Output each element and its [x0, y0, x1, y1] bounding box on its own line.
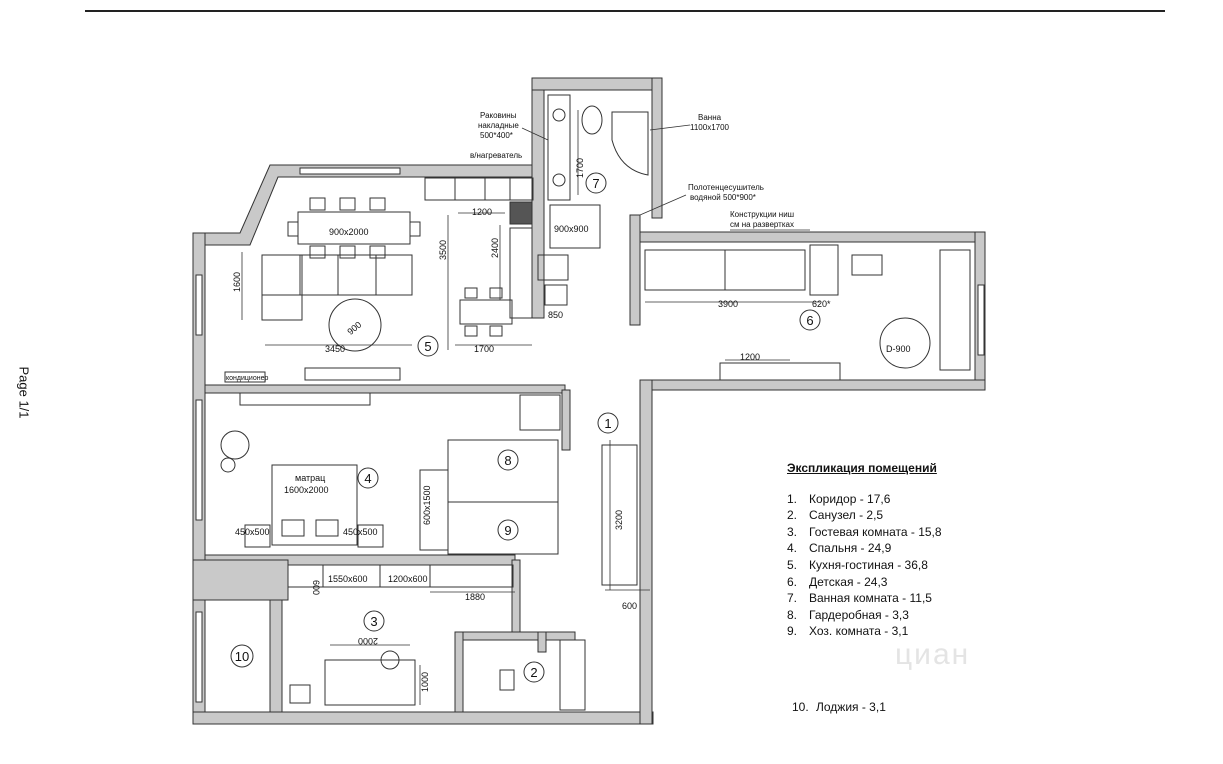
- dim-3500: 3500: [438, 240, 448, 260]
- dim-1700: 1700: [474, 344, 494, 354]
- legend-item: 3.Гостевая комната - 15,8: [787, 524, 942, 539]
- bath-label-1: Ванна: [698, 113, 722, 122]
- dim-nightstand-left: 450х500: [235, 527, 270, 537]
- dim-shower: 900х900: [554, 224, 589, 234]
- legend-item: 6.Детская - 24,3: [787, 574, 888, 589]
- dim-table: 900х2000: [329, 227, 369, 237]
- room-numbers: 1 2 3 4 5 6 7 8 9 10: [230, 172, 821, 683]
- dim-wardrobe-600: 600: [311, 580, 321, 595]
- room-number-6: 6: [806, 313, 813, 328]
- sinks-label-3: 500*400*: [480, 131, 513, 140]
- dim-1000: 1000: [420, 672, 430, 692]
- dimension-lines: [241, 110, 820, 705]
- guest-furniture: [287, 564, 586, 711]
- sinks-label-1: Раковины: [480, 111, 517, 120]
- dimension-labels: 900х2000 1200 3500 2400 1600 900 3450 17…: [232, 158, 911, 692]
- dim-1600: 1600: [232, 272, 242, 292]
- dim-3900: 3900: [718, 299, 738, 309]
- legend-item: 7.Ванная комната - 11,5: [787, 591, 932, 606]
- bathroom-furniture: [537, 94, 649, 306]
- legend-item: 9.Хоз. комната - 3,1: [787, 624, 909, 639]
- room-number-5: 5: [424, 339, 431, 354]
- room-number-2: 2: [530, 665, 537, 680]
- walls: [192, 77, 986, 725]
- top-rule: [85, 10, 1165, 12]
- bedroom-furniture: [220, 392, 638, 586]
- leader-lines: [521, 124, 810, 231]
- legend: Экспликация помещений 1.Коридор - 17,6 2…: [787, 460, 942, 640]
- sinks-label-2: накладные: [478, 121, 519, 130]
- room-number-1: 1: [604, 416, 611, 431]
- kitchen-furniture: [224, 177, 534, 383]
- legend-item: 8.Гардеробная - 3,3: [787, 607, 909, 622]
- dim-3450: 3450: [325, 344, 345, 354]
- dim-wardrobe-1200: 1200х600: [388, 574, 428, 584]
- bath-label-2: 1100х1700: [690, 123, 730, 132]
- room-number-3: 3: [370, 614, 377, 629]
- dim-600-corridor: 600: [622, 601, 637, 611]
- dim-1200-kids: 1200: [740, 352, 760, 362]
- water-heater-label: в/нагреватель: [470, 151, 522, 160]
- room-number-7: 7: [592, 176, 599, 191]
- conditioner-label: кондиционер: [226, 375, 268, 382]
- dim-wardrobe-1550: 1550х600: [328, 574, 368, 584]
- legend-item: 1.Коридор - 17,6: [787, 491, 891, 506]
- dim-620: 620*: [812, 299, 831, 309]
- mattress-label-1: матрац: [295, 473, 325, 483]
- dim-d900: D-900: [886, 344, 911, 354]
- dim-1700-vertical: 1700: [575, 158, 585, 178]
- watermark: циан: [895, 638, 971, 671]
- dim-nightstand-right: 450х500: [343, 527, 378, 537]
- dim-desk: 600х1500: [422, 485, 432, 525]
- legend-item: 4.Спальня - 24,9: [787, 541, 892, 556]
- room-number-9: 9: [504, 523, 511, 538]
- mattress-label-2: 1600х2000: [284, 485, 329, 495]
- room-number-8: 8: [504, 453, 511, 468]
- dim-850: 850: [548, 310, 563, 320]
- windows: [195, 167, 985, 703]
- dim-3200: 3200: [614, 510, 624, 530]
- niches-label-2: см на развертках: [730, 220, 794, 229]
- kids-furniture: [644, 244, 971, 381]
- niches-label-1: Конструкции ниш: [730, 210, 794, 219]
- towel-label-2: водяной 500*900*: [690, 193, 756, 202]
- dim-1880: 1880: [465, 592, 485, 602]
- dim-900: 900: [345, 319, 363, 336]
- dim-2000: 2000: [358, 636, 378, 646]
- legend-item: 5.Кухня-гостиная - 36,8: [787, 557, 928, 572]
- legend-item: 2.Санузел - 2,5: [787, 508, 884, 523]
- dim-1200-kitchen: 1200: [472, 207, 492, 217]
- legend-title: Экспликация помещений: [787, 461, 937, 475]
- towel-label-1: Полотенцесушитель: [688, 183, 764, 192]
- room-number-10: 10: [235, 649, 249, 664]
- room-number-4: 4: [364, 471, 371, 486]
- legend-item-loggia: 10.Лоджия - 3,1: [792, 700, 886, 714]
- annotations: Раковины накладные 500*400* в/нагревател…: [226, 111, 794, 382]
- dim-2400: 2400: [490, 238, 500, 258]
